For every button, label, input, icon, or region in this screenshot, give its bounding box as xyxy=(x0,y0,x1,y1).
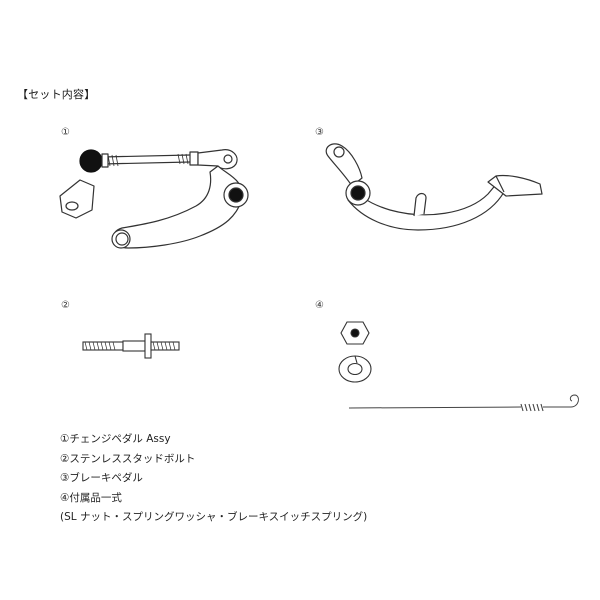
part-label-2: ② xyxy=(61,300,70,311)
part-label-3: ③ xyxy=(315,127,324,138)
pedal-arm xyxy=(112,165,244,249)
linkage-rod xyxy=(101,154,191,165)
set-contents-heading: 【セット内容】 xyxy=(17,88,96,101)
brake-switch-hook xyxy=(413,192,427,217)
brake-pedal-illustration xyxy=(325,143,543,231)
brake-main-arm xyxy=(347,181,505,231)
pedal-knob xyxy=(79,149,103,173)
parts-legend: ①チェンジペダル Assy ②ステンレススタッドボルト ③ブレーキペダル ④付属… xyxy=(60,430,367,528)
nut-bore xyxy=(350,328,360,338)
clamp-hole xyxy=(65,201,79,211)
washer-inner xyxy=(347,362,363,376)
sl-nut-illustration xyxy=(340,321,370,345)
rod-end-bolt xyxy=(223,154,233,164)
brake-pad-edge xyxy=(495,175,505,193)
legend-item-1: ①チェンジペダル Assy xyxy=(60,433,171,445)
legend-item-2: ②ステンレススタッドボルト xyxy=(60,452,196,465)
brake-arm-hole xyxy=(333,146,345,158)
part-label-1: ① xyxy=(61,127,70,138)
change-pedal-illustration xyxy=(59,149,249,249)
legend-item-4-detail: (SL ナット・スプリングワッシャ・ブレーキスイッチスプリング) xyxy=(60,511,368,523)
brake-pivot-bearing xyxy=(350,185,366,201)
stud-thread-texture xyxy=(84,341,116,351)
spring-washer-illustration xyxy=(338,355,372,383)
stud-bolt-illustration xyxy=(82,333,180,359)
toe-peg-end xyxy=(115,232,129,246)
washer-split xyxy=(354,355,358,364)
legend-item-3: ③ブレーキペダル xyxy=(60,472,143,484)
stud-thread-short-texture xyxy=(152,341,176,351)
stud-collar xyxy=(144,333,152,359)
part-label-4: ④ xyxy=(315,300,324,311)
brake-switch-spring-illustration xyxy=(348,394,579,412)
pivot-bearing xyxy=(228,187,244,203)
rod-nut-right xyxy=(189,151,199,166)
spring-coil xyxy=(520,403,544,412)
brake-pad xyxy=(487,174,543,197)
stud-shank xyxy=(122,340,146,352)
rod-nut-left xyxy=(101,153,109,168)
spring-wire xyxy=(348,406,522,409)
pedal-clamp xyxy=(59,179,95,219)
spring-wire-end xyxy=(543,394,579,408)
legend-item-4: ④付属品一式 xyxy=(60,491,122,504)
